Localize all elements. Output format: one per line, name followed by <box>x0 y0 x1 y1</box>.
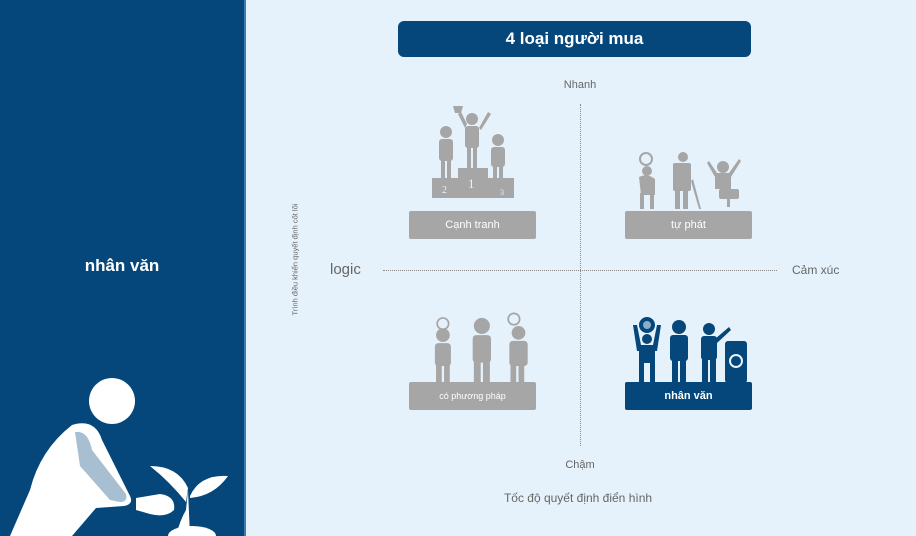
y-axis-title: Trình điều khiển quyết định cốt lõi <box>290 203 300 316</box>
spontaneous-people-icon <box>639 152 741 209</box>
quadrant-button-humanitarian[interactable]: nhân văn <box>625 382 752 410</box>
horizontal-axis-line <box>383 270 777 271</box>
quadrant-button-methodical[interactable]: có phương pháp <box>409 382 536 410</box>
diagram-title: 4 loại người mua <box>398 21 751 57</box>
quadrant-button-spontaneous[interactable]: tự phát <box>625 211 752 239</box>
svg-text:1: 1 <box>468 176 475 191</box>
podium-winners-icon: 2 1 3 <box>432 106 514 198</box>
thinking-people-icon <box>434 312 528 388</box>
axis-label-logic: logic <box>330 261 361 278</box>
humanitarian-people-icon <box>633 317 747 383</box>
panel-edge <box>244 0 246 536</box>
vertical-axis-line <box>580 104 581 446</box>
axis-label-emotion: Cảm xúc <box>792 263 840 277</box>
left-panel: nhân văn <box>0 0 246 536</box>
quadrant-button-competitive[interactable]: Cạnh tranh <box>409 211 536 239</box>
person-planting-seedling-icon <box>10 378 228 536</box>
x-axis-title: Tốc độ quyết định điển hình <box>503 491 653 505</box>
left-panel-title: nhân văn <box>84 256 160 275</box>
axis-label-slow: Chậm <box>565 459 595 471</box>
svg-text:2: 2 <box>442 185 447 196</box>
axis-label-fast: Nhanh <box>563 79 597 91</box>
svg-text:3: 3 <box>500 188 504 197</box>
